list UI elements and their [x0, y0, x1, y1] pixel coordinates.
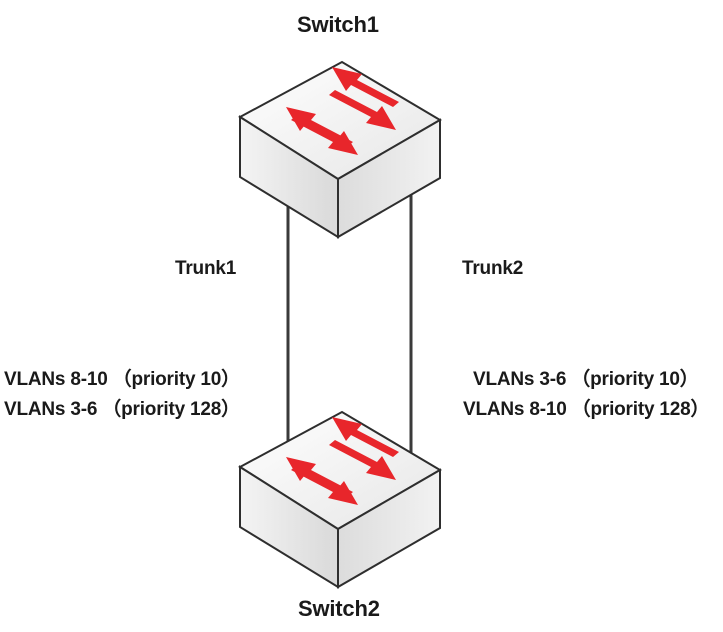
trunk2-vlan-list: VLANs 3-6 （priority 10） VLANs 8-10 （prio…	[463, 365, 710, 425]
trunk1-label: Trunk1	[175, 258, 237, 279]
trunk2-vlan-entry: VLANs 8-10 （priority 128）	[463, 399, 710, 420]
trunk1-vlan-entry: VLANs 8-10 （priority 10）	[4, 369, 240, 390]
switch1-label: Switch1	[297, 12, 379, 37]
trunk1-vlan-list: VLANs 8-10 （priority 10） VLANs 3-6 （prio…	[4, 365, 240, 425]
switch2-label: Switch2	[298, 596, 380, 621]
trunk2-label: Trunk2	[462, 258, 524, 279]
trunk2-vlan-entry: VLANs 3-6 （priority 10）	[473, 369, 699, 390]
trunk1-vlan-entry: VLANs 3-6 （priority 128）	[4, 399, 240, 420]
